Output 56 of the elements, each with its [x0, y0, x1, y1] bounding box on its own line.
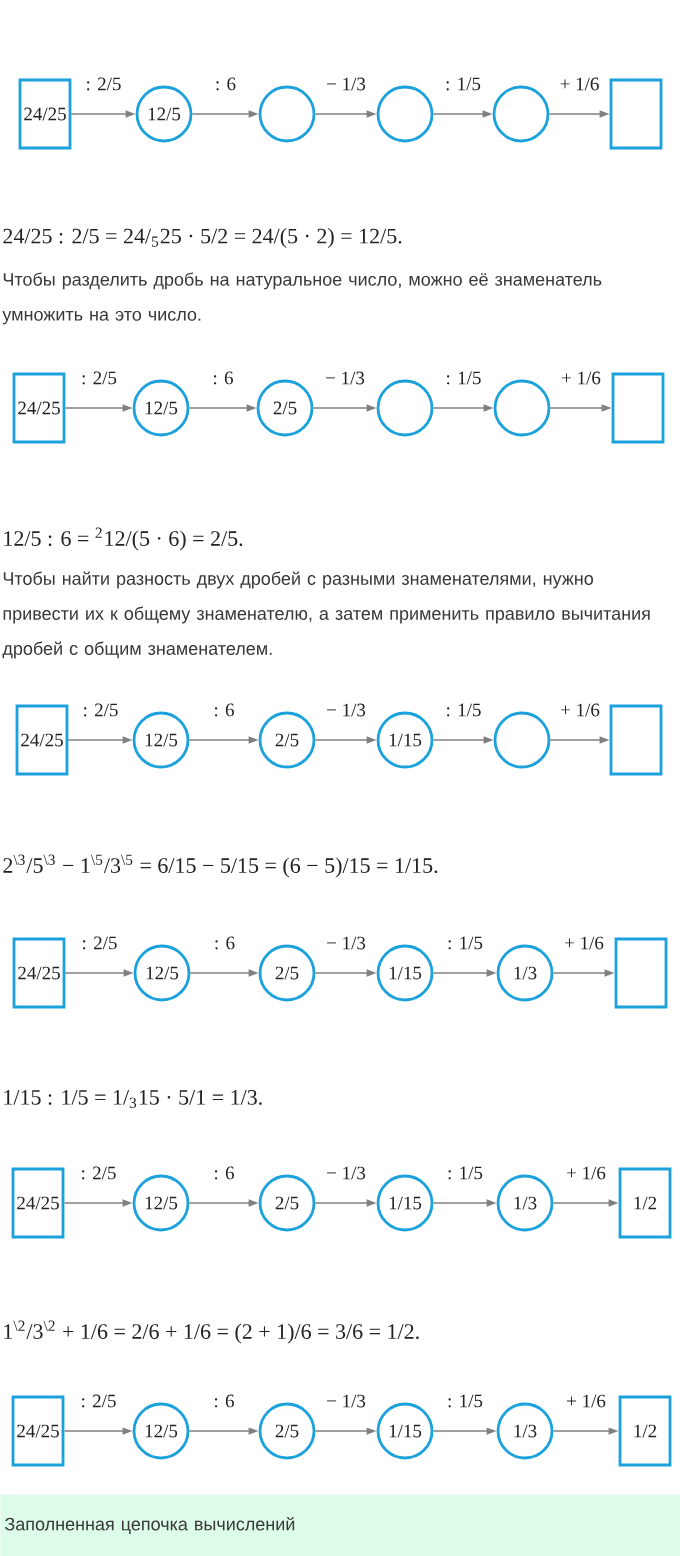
number-box: 24/25 [12, 372, 66, 444]
edge-label: : 2/5 [78, 1164, 119, 1182]
edge-label: : 6 [211, 1164, 237, 1182]
edge-label: : 2/5 [79, 934, 120, 952]
number-box: 24/25 [18, 78, 72, 150]
edge-label: : 6 [210, 369, 236, 387]
answer-circle [493, 711, 551, 769]
edge-label: : 2/5 [78, 1392, 119, 1410]
answer-box [609, 78, 663, 150]
answer-box [609, 704, 663, 776]
number-box: 1/2 [618, 1167, 672, 1239]
edge-label: : 1/5 [445, 1392, 485, 1410]
edge-label: − 1/3 [324, 1164, 368, 1182]
edge-label: : 6 [212, 75, 239, 93]
edge-label: : 1/5 [445, 934, 485, 952]
edge-label: + 1/6 [558, 701, 602, 719]
number-box: 24/25 [15, 704, 69, 776]
edge-label: + 1/6 [557, 75, 602, 93]
edge-label: + 1/6 [562, 934, 606, 952]
edge-label: : 1/5 [443, 701, 484, 719]
edge-label: : 6 [211, 1392, 237, 1410]
note-band: Заполненная цепочка вычислений [0, 1494, 680, 1556]
edge-label: − 1/3 [324, 934, 368, 952]
edge-label: : 1/5 [443, 369, 484, 387]
edge-label: − 1/3 [323, 369, 367, 387]
number-box: 1/2 [618, 1395, 672, 1467]
answer-box [614, 937, 668, 1009]
edge-label: : 2/5 [83, 75, 124, 93]
edge-label: + 1/6 [564, 1392, 608, 1410]
answer-circle [258, 85, 316, 143]
paragraph: Чтобы разделить дробь на натуральное число, можно её знаменатель умножить на это число. [2, 272, 602, 325]
edge-label: : 6 [211, 934, 238, 952]
equation: 24/25 : 2/5 = 24/$_{5}$25 · 5/2 = 24/(5 · 2) = 12/5. [3, 228, 402, 248]
equation: 1$^{\2}$/3$^{\2}$ + 1/6 = 2/6 + 1/6 = (2 + 1)/6 = 3/6 = 1/2. [4, 1320, 419, 1344]
edge-label: : 1/5 [443, 75, 483, 93]
edge-label: : 6 [211, 701, 237, 719]
number-box: 24/25 [11, 1167, 65, 1239]
edge-label: − 1/3 [324, 75, 368, 93]
edge-label: + 1/6 [564, 1164, 608, 1182]
edge-label: + 1/6 [559, 369, 603, 387]
answer-box [611, 372, 665, 444]
edge-label: − 1/3 [324, 1392, 368, 1410]
paragraph: Чтобы найти разность двух дробей с разными знаменателями, нужно привести их к общему знаменателю, а затем применить правило вычитания дробей с общим знаменателем. [2, 571, 650, 659]
equation: 2$^{\3}$/5$^{\3}$ − 1$^{\5}$/3$^{\5}$ = 6/15 − 5/15 = (6 − 5)/15 = 1/15. [3, 854, 438, 878]
edge-label: : 2/5 [80, 701, 121, 719]
answer-circle [376, 85, 434, 143]
edge-label: : 1/5 [445, 1164, 485, 1182]
edge-label: : 2/5 [79, 369, 119, 387]
number-box: 24/25 [11, 1395, 65, 1467]
answer-circle [493, 379, 551, 437]
equation: 12/5 : 6 = $^{2}$12/(5 · 6) = 2/5. [4, 527, 243, 551]
equation: 1/15 : 1/5 = 1/$_{3}$15 · 5/1 = 1/3. [4, 1090, 262, 1108]
number-box: 24/25 [12, 937, 66, 1009]
answer-circle [492, 85, 550, 143]
answer-circle [376, 379, 434, 437]
edge-label: − 1/3 [324, 701, 368, 719]
